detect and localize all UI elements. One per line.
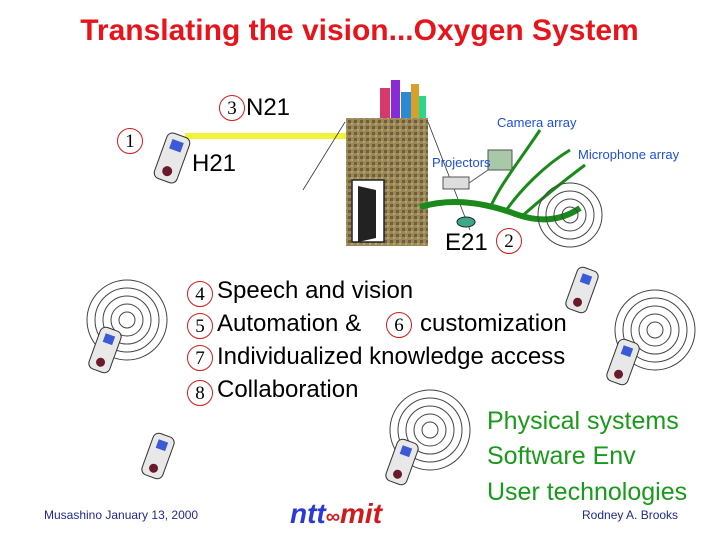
handheld-device-icon — [606, 338, 640, 386]
slide-title: Translating the vision...Oxygen System — [80, 14, 639, 47]
guide-line — [302, 121, 346, 191]
camera-array-line — [488, 129, 542, 209]
e21-label: E21 — [445, 229, 488, 256]
footer-date: Musashino January 13, 2000 — [44, 508, 199, 522]
n21-label: N21 — [246, 94, 291, 121]
handheld-device-icon — [153, 132, 191, 184]
number-7-badge: 7 — [187, 345, 213, 371]
logo-link-icon: ∞ — [325, 506, 341, 528]
phone-icon — [456, 216, 476, 228]
footer-author: Rodney A. Brooks — [582, 508, 679, 522]
camera-array-line — [503, 148, 571, 213]
n21-link — [185, 133, 347, 139]
microphone-array-line — [518, 163, 586, 220]
systems-user: User technologies — [487, 478, 688, 506]
projector-icon — [442, 149, 513, 190]
building — [346, 80, 428, 246]
handheld-device-icon — [385, 438, 419, 486]
number-4-badge: 4 — [187, 281, 213, 307]
number-5-badge: 5 — [187, 313, 213, 339]
ntt-mit-logo: ntt∞mit — [290, 498, 382, 530]
number-3-badge: 3 — [219, 95, 245, 121]
wireless-rings — [86, 182, 696, 471]
number-6-badge: 6 — [386, 312, 412, 338]
systems-software: Software Env — [487, 442, 636, 470]
microphone-array-label: Microphone array — [578, 147, 680, 162]
bullet-automation: Automation & — [217, 310, 362, 337]
number-8-badge: 8 — [187, 380, 213, 406]
handheld-device-icon — [88, 326, 122, 374]
guide-line — [427, 121, 471, 231]
handheld-device-icon — [141, 432, 175, 480]
camera-array-label: Camera array — [497, 115, 577, 130]
number-1-badge: 1 — [117, 128, 143, 154]
network-cable — [419, 198, 582, 223]
bullet-knowledge: Individualized knowledge access — [217, 343, 566, 370]
projectors-label: Projectors — [432, 155, 491, 170]
handheld-device-icon — [565, 266, 599, 314]
logo-ntt: ntt — [290, 498, 326, 529]
bullet-collaboration: Collaboration — [217, 376, 359, 403]
bullet-customization: customization — [420, 310, 567, 337]
systems-physical: Physical systems — [487, 407, 679, 435]
bullet-speech-vision: Speech and vision — [217, 277, 414, 304]
logo-mit: mit — [340, 498, 383, 529]
number-2-badge: 2 — [496, 228, 522, 254]
h21-label: H21 — [192, 150, 237, 177]
